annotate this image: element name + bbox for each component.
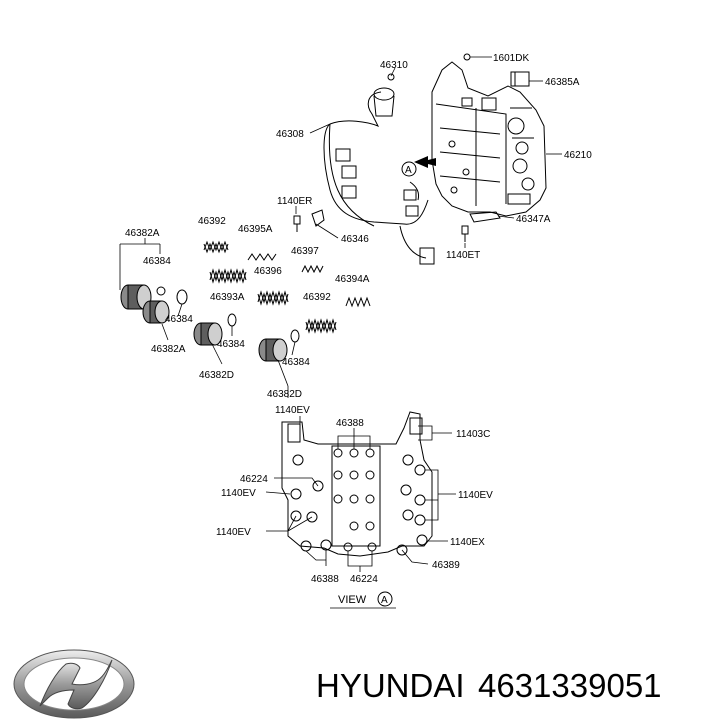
brand-name: HYUNDAI bbox=[316, 667, 465, 704]
callout-1140ev-left-2: 1140EV bbox=[216, 527, 251, 538]
part-number: 4631339051 bbox=[478, 667, 662, 704]
callout-1140et: 1140ET bbox=[446, 250, 480, 261]
callout-46308: 46308 bbox=[276, 129, 304, 140]
callout-46384-c: 46384 bbox=[217, 339, 245, 350]
callout-46210: 46210 bbox=[564, 150, 592, 161]
callout-46346: 46346 bbox=[341, 234, 369, 245]
callout-1140ex: 1140EX bbox=[450, 537, 485, 548]
leader-lines bbox=[119, 56, 562, 398]
callout-1601dk: 1601DK bbox=[493, 53, 529, 64]
callout-46397: 46397 bbox=[291, 246, 319, 257]
callout-46384-d: 46384 bbox=[282, 357, 310, 368]
callout-1140er: 1140ER bbox=[277, 196, 312, 207]
wire-harness bbox=[323, 73, 435, 265]
callout-1140ev-left-1: 1140EV bbox=[221, 488, 256, 499]
bolt-heads bbox=[290, 448, 428, 556]
callout-46224-bottom: 46224 bbox=[350, 574, 378, 585]
callout-11403c: 11403C bbox=[456, 429, 490, 440]
bolt-1140et bbox=[461, 211, 501, 242]
callout-46392-top: 46392 bbox=[198, 216, 226, 227]
clip-46346 bbox=[311, 209, 325, 227]
callout-46310: 46310 bbox=[380, 60, 408, 71]
callout-46392-bottom: 46392 bbox=[303, 292, 331, 303]
callout-46389: 46389 bbox=[432, 560, 460, 571]
callout-46396: 46396 bbox=[254, 266, 282, 277]
callout-46382d-a: 46382D bbox=[199, 370, 234, 381]
callout-46382a-top: 46382A bbox=[125, 228, 160, 239]
callout-46382d-b: 46382D bbox=[267, 389, 302, 400]
valve-body-assembly bbox=[431, 53, 547, 217]
callout-46395a: 46395A bbox=[238, 224, 273, 235]
bolt-1140er bbox=[293, 215, 301, 232]
callout-1140ev-right: 1140EV bbox=[458, 490, 493, 501]
springs-and-plugs bbox=[120, 240, 371, 362]
callout-46347a: 46347A bbox=[516, 214, 551, 225]
callout-46385a: 46385A bbox=[545, 77, 580, 88]
callout-46224-left: 46224 bbox=[240, 474, 268, 485]
view-a-arrow bbox=[401, 156, 436, 177]
callout-labels: 1601DK 46310 46385A 46308 46210 A 1140ER… bbox=[125, 53, 592, 606]
callout-1140ev-top: 1140EV bbox=[275, 405, 310, 416]
callout-46384-b: 46384 bbox=[165, 314, 193, 325]
view-label: VIEW bbox=[338, 594, 367, 606]
callout-46388-bottom: 46388 bbox=[311, 574, 339, 585]
callout-46393a: 46393A bbox=[210, 292, 245, 303]
view-marker: A bbox=[381, 595, 388, 606]
view-a-schematic bbox=[265, 411, 456, 609]
callout-46384-a: 46384 bbox=[143, 256, 171, 267]
callout-46394a: 46394A bbox=[335, 274, 370, 285]
hyundai-logo bbox=[13, 649, 135, 719]
callout-46388-top: 46388 bbox=[336, 418, 364, 429]
callout-46382a: 46382A bbox=[151, 344, 186, 355]
view-a-marker-label: A bbox=[405, 165, 412, 176]
